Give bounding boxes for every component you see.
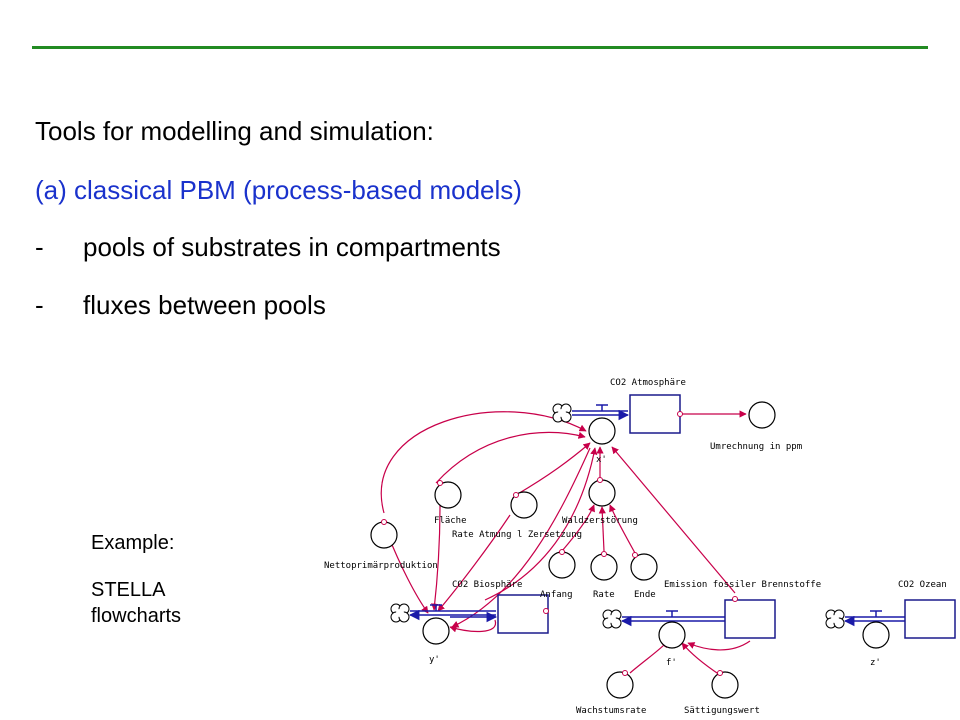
clouds <box>390 403 845 629</box>
valve-f <box>658 621 686 649</box>
cloud-icon-emission <box>602 609 622 629</box>
label-flow-z: z' <box>870 658 881 668</box>
converter-ende <box>630 553 658 581</box>
stock-co2-biosphere <box>497 594 549 634</box>
bullet-text-1: pools of substrates in compartments <box>83 232 501 262</box>
connector-rate-to-wald <box>598 506 606 552</box>
converter-saettigungswert <box>711 671 739 699</box>
cloud-icon-atm <box>552 403 572 423</box>
flow-pipe-y <box>410 611 496 615</box>
example-text-stella: STELLA <box>91 579 166 601</box>
converter-wachstumsrate <box>606 671 634 699</box>
cloud-icon-ocean <box>825 609 845 629</box>
connector-flaeche-to-y <box>431 504 441 611</box>
connector-ende-to-wald <box>609 504 636 554</box>
converter-rate-atmung <box>510 491 538 519</box>
valve-z <box>862 621 890 649</box>
label-emission: Emission fossiler Brennstoffe <box>664 580 821 590</box>
converter-anfang <box>548 551 576 579</box>
connector-anfang-to-wald <box>561 504 595 552</box>
converter-flaeche <box>434 481 462 509</box>
cloud-icon-bio <box>390 603 410 623</box>
connector-rate-to-x <box>515 442 591 496</box>
flow-pipe-f <box>622 617 725 621</box>
label-co2-biosphere: CO2 Biosphäre <box>452 580 522 590</box>
example-label: Example: <box>91 532 175 554</box>
label-ende: Ende <box>634 590 656 600</box>
connector-biosphere-to-y <box>449 619 497 633</box>
stock-co2-ocean <box>904 599 956 639</box>
label-nettoprimaer: Nettoprimärproduktion <box>324 561 438 571</box>
connector-netto-to-x <box>380 411 587 514</box>
connector-biosphere-to-x <box>484 447 598 601</box>
label-wachstumsrate: Wachstumsrate <box>576 706 646 716</box>
converter-rate <box>590 553 618 581</box>
flow-pipe-x <box>572 411 628 415</box>
label-anfang: Anfang <box>540 590 573 600</box>
label-rate-atmung: Rate Atmung l Zersetzung <box>452 530 582 540</box>
flow-pipe-z <box>845 617 905 621</box>
flow-pipes <box>410 405 905 621</box>
label-saettigungswert: Sättigungswert <box>684 706 760 716</box>
valve-y <box>422 617 450 645</box>
slide-title: Tools for modelling and simulation: <box>35 116 434 146</box>
example-text-flowcharts: flowcharts <box>91 605 182 627</box>
bullet-marker-1: - <box>35 232 44 262</box>
slide-subtitle: (a) classical PBM (process-based models) <box>35 175 522 205</box>
bullet-text-2: fluxes between pools <box>83 290 326 320</box>
connector-wachstum-to-f <box>629 640 669 674</box>
valve-x <box>588 417 616 445</box>
connector-emission-to-x <box>611 446 736 594</box>
label-flow-x: x' <box>596 455 607 465</box>
connector-netto-to-y <box>387 534 429 614</box>
label-co2-atmosphere: CO2 Atmosphäre <box>610 378 686 388</box>
converter-waldzerstoerung <box>588 479 616 507</box>
label-flow-f: f' <box>666 658 677 668</box>
converter-umrechnung <box>748 401 776 429</box>
label-umrechnung: Umrechnung in ppm <box>710 442 802 452</box>
label-waldzerstoerung: Waldzerstörung <box>562 516 638 526</box>
connectors <box>380 410 751 676</box>
converter-nettoprimaer <box>370 521 398 549</box>
connector-rate-to-y <box>437 514 511 612</box>
label-rate: Rate <box>593 590 615 600</box>
connector-emission-to-f <box>687 640 751 651</box>
stella-flowchart: CO2 Atmosphäre Umrechnung in ppm x' Fläc… <box>324 378 956 716</box>
label-flaeche: Fläche <box>434 516 467 526</box>
header-rule <box>32 46 928 49</box>
connector-saettigung-to-f <box>681 642 721 676</box>
connector-x-to-y <box>451 447 591 628</box>
connector-flaeche-to-x <box>435 431 586 484</box>
label-flow-y: y' <box>429 655 440 665</box>
bullet-marker-2: - <box>35 290 44 320</box>
label-co2-ocean: CO2 Ozean <box>898 580 947 590</box>
stock-co2-atmosphere <box>629 394 681 434</box>
stock-emission <box>724 599 776 639</box>
connector-dots <box>381 411 738 676</box>
